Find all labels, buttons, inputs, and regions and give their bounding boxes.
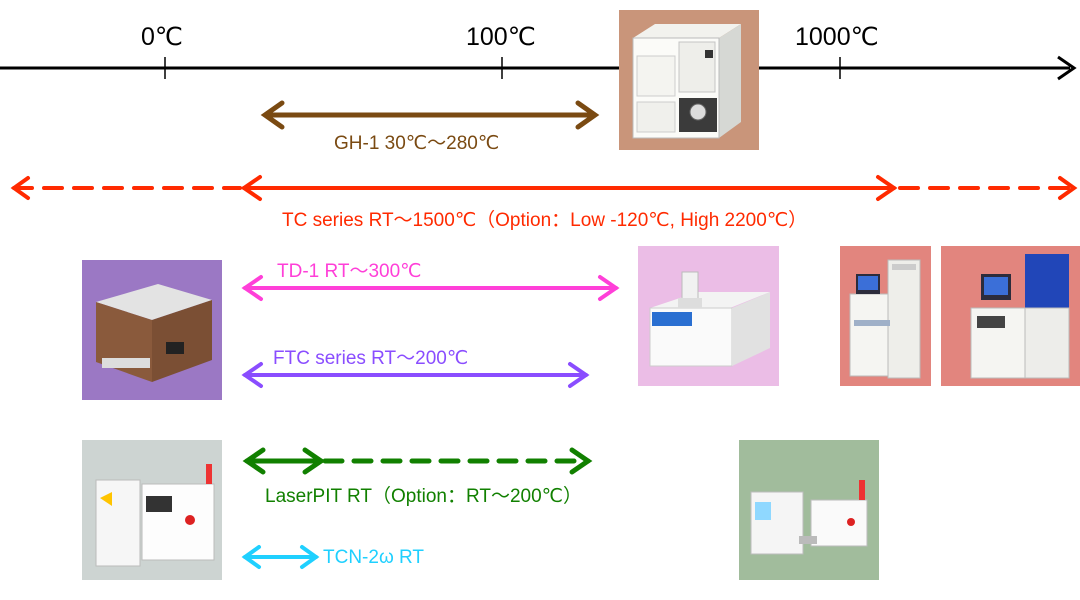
laserpit-range-arrow bbox=[242, 447, 593, 475]
laserpit-range-label: LaserPIT RT（Option：RT～200℃） bbox=[265, 486, 583, 507]
tick-label-0c: 0℃ bbox=[141, 23, 183, 51]
tc-series-photo-2 bbox=[941, 246, 1080, 386]
tcn2w-range-label: TCN-2ω RT bbox=[323, 547, 425, 568]
tick-label-1000c: 1000℃ bbox=[795, 23, 879, 51]
tc-series-range-arrow bbox=[10, 175, 1078, 201]
tcn2w-photo bbox=[739, 440, 879, 580]
tcn2w-range-arrow bbox=[241, 545, 320, 569]
ftc-series-photo bbox=[82, 260, 222, 400]
td1-instrument-photo bbox=[638, 246, 779, 386]
ftc-series-range-arrow bbox=[241, 362, 590, 388]
tc-series-photo-1 bbox=[840, 246, 931, 386]
gh1-range-arrow bbox=[260, 100, 600, 130]
tc-series-range-label: TC series RT～1500℃（Option：Low -120℃, Hig… bbox=[282, 210, 808, 231]
td1-range-label: TD-1 RT～300℃ bbox=[277, 261, 422, 282]
gh1-instrument-photo bbox=[619, 10, 759, 150]
laserpit-photo bbox=[82, 440, 222, 580]
tick-label-100c: 100℃ bbox=[466, 23, 536, 51]
ftc-series-range-label: FTC series RT～200℃ bbox=[273, 348, 469, 369]
gh1-range-label: GH-1 30℃～280℃ bbox=[334, 133, 500, 154]
td1-range-arrow bbox=[241, 275, 620, 301]
axis-arrowhead bbox=[1057, 55, 1077, 81]
